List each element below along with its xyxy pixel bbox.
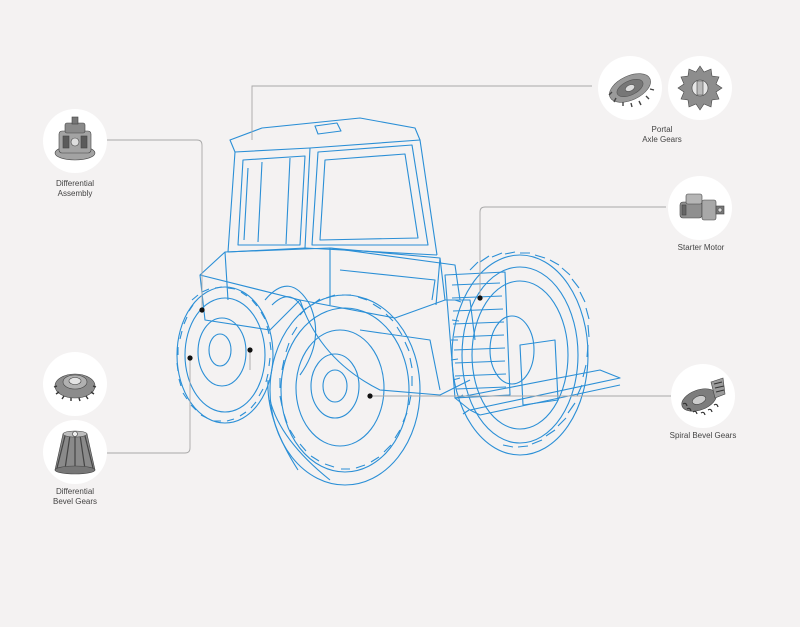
part-label-differential-bevel-gears: Differential Bevel Gears bbox=[52, 487, 98, 506]
starter-motor-icon bbox=[668, 176, 732, 240]
callout-lines bbox=[107, 85, 671, 454]
part-label-spiral-bevel-gears: Spiral Bevel Gears bbox=[669, 431, 737, 440]
callout-line-differential-assembly bbox=[107, 139, 203, 310]
part-label-starter-motor: Starter Motor bbox=[677, 243, 725, 252]
tractor-cab bbox=[227, 117, 438, 256]
part-label-portal-axle-gears: Portal Axle Gears bbox=[642, 125, 682, 144]
callout-line-differential-bevel-gears bbox=[107, 358, 191, 454]
side-gear-icon bbox=[43, 352, 107, 416]
spur-gear-icon bbox=[668, 56, 732, 120]
callout-line-starter-motor bbox=[479, 206, 666, 298]
callout-dot bbox=[187, 355, 193, 361]
rear-right-wheel bbox=[450, 251, 590, 456]
tractor-wireframe-icon bbox=[176, 117, 621, 486]
callout-dots bbox=[187, 295, 483, 399]
callout-dot bbox=[247, 347, 253, 353]
front-left-wheel bbox=[176, 286, 274, 424]
callout-dot bbox=[367, 393, 373, 399]
part-label-differential-assembly: Differential Assembly bbox=[55, 179, 95, 198]
rear-left-wheel bbox=[267, 294, 421, 486]
spiral-bevel-gear-icon bbox=[671, 364, 735, 428]
callout-dot bbox=[477, 295, 483, 301]
bevel-pinion-icon bbox=[43, 420, 107, 484]
tractor-grille bbox=[444, 271, 621, 416]
bevel-gear-icon bbox=[598, 56, 662, 120]
differential-housing-icon bbox=[43, 109, 107, 173]
callout-dot bbox=[199, 307, 205, 313]
callout-line-portal-axle-gears bbox=[251, 85, 592, 140]
